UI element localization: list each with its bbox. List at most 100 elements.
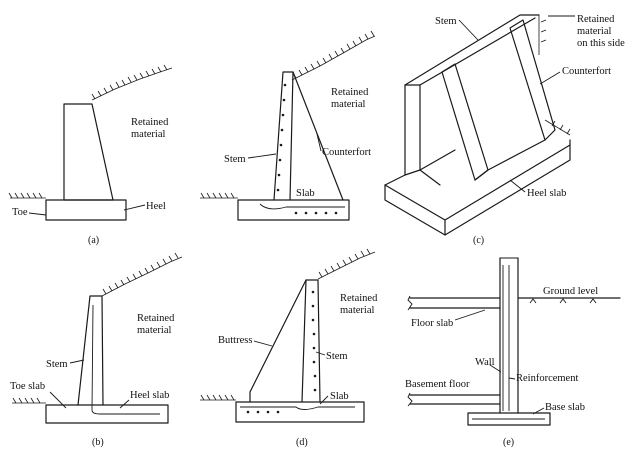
panel-b-stem bbox=[77, 295, 104, 406]
panel-b-rebar bbox=[91, 304, 160, 415]
panel-d-slab bbox=[235, 401, 365, 423]
panel-d-backfill-hatch bbox=[318, 248, 371, 278]
panel-c-cut-2 bbox=[544, 119, 571, 136]
panel-mid-top-backfill-line bbox=[291, 35, 376, 81]
panel-a: Retained material Heel Toe (a) bbox=[8, 64, 173, 246]
panel-c-inner-1 bbox=[419, 169, 441, 186]
panel-mid-top-backfill-hatch bbox=[292, 30, 375, 79]
panel-e-basement-floor-label: Basement floor bbox=[405, 379, 470, 390]
panel-c-cut-hatch bbox=[540, 19, 571, 135]
panel-a-ground-hatch bbox=[8, 192, 43, 199]
panel-e-caption: (e) bbox=[503, 437, 514, 448]
panel-mid-top-slab-label: Slab bbox=[296, 188, 315, 199]
panel-a-heel-label: Heel bbox=[146, 201, 166, 212]
panel-mid-top-rebar-hook bbox=[259, 203, 287, 210]
panel-e-basement-floor-break bbox=[407, 392, 413, 407]
panel-b-backfill-line bbox=[101, 256, 183, 297]
panel-c-stem-top-edge bbox=[404, 14, 540, 86]
panel-mid-top-retained-label-1: Retained bbox=[331, 87, 369, 98]
panel-a-backfill-line bbox=[91, 67, 173, 101]
panel-e-floor-slab-label: Floor slab bbox=[411, 318, 453, 329]
panel-c-counterfort-2 bbox=[509, 19, 556, 141]
panel-c-slab-edge-1 bbox=[384, 149, 456, 186]
panel-d-retained-label-1: Retained bbox=[340, 293, 378, 304]
panel-a-wall bbox=[63, 103, 114, 201]
panel-mid-top-ground-hatch bbox=[200, 192, 235, 199]
panel-d-buttress-leader bbox=[253, 340, 273, 347]
panel-d: Retained material Buttress Stem Slab (d) bbox=[200, 248, 378, 448]
panel-a-toe-label: Toe bbox=[12, 207, 28, 218]
panel-c-inner-2 bbox=[474, 169, 489, 181]
panel-c: Stem Retained material on this side Coun… bbox=[384, 14, 625, 246]
panel-e-reinforcement-label: Reinforcement bbox=[516, 373, 578, 384]
panel-e-wall-label: Wall bbox=[475, 357, 495, 368]
panel-b-heel-slab-label: Heel slab bbox=[130, 390, 169, 401]
panel-c-counterfort-leader bbox=[539, 71, 561, 85]
panel-c-heel-slab-label: Heel slab bbox=[527, 188, 566, 199]
panel-c-counterfort-label: Counterfort bbox=[562, 66, 611, 77]
panel-c-caption: (c) bbox=[473, 235, 484, 246]
panel-e-base-slab-leader bbox=[532, 407, 545, 415]
panel-mid-top-counterfort-leader bbox=[316, 133, 322, 152]
panel-c-stem-back-edge bbox=[419, 17, 536, 86]
panel-mid-top-stem-leader bbox=[247, 153, 277, 159]
panel-b-ground-hatch bbox=[12, 397, 41, 404]
panel-e-reinforcement-leader bbox=[508, 377, 516, 380]
panel-d-stem bbox=[301, 279, 321, 403]
panel-e-ground-marks bbox=[529, 298, 597, 304]
panel-b-slab bbox=[45, 404, 169, 424]
panel-c-slab-right-top bbox=[444, 144, 571, 221]
panel-b: Retained material Stem Toe slab Heel sla… bbox=[10, 252, 183, 448]
panel-e-base-slab-label: Base slab bbox=[545, 402, 585, 413]
panel-b-retained-label-1: Retained bbox=[137, 313, 175, 324]
panel-b-backfill-hatch bbox=[102, 252, 179, 295]
panel-b-retained-label-2: material bbox=[137, 325, 171, 336]
panel-a-retained-label-1: Retained bbox=[131, 117, 169, 128]
panel-b-toe-slab-leader bbox=[49, 391, 67, 409]
panel-c-counterfort-1 bbox=[441, 63, 489, 181]
panel-mid-top-rebar-dots bbox=[276, 83, 338, 215]
panel-e-floor-slab-break bbox=[407, 295, 413, 311]
panel-b-stem-label: Stem bbox=[46, 359, 68, 370]
panel-mid-top-retained-label-2: material bbox=[331, 99, 365, 110]
panel-d-ground-hatch bbox=[200, 394, 235, 401]
panel-d-buttress-label: Buttress bbox=[218, 335, 252, 346]
panel-a-caption: (a) bbox=[88, 235, 99, 246]
panel-a-backfill-hatch bbox=[91, 64, 168, 100]
panel-a-toe-leader bbox=[28, 212, 47, 216]
panel-e-floor-slab-leader bbox=[454, 309, 486, 321]
panel-c-retained-label-3: on this side bbox=[577, 38, 625, 49]
panel-d-caption: (d) bbox=[296, 437, 308, 448]
panel-c-stem-label: Stem bbox=[435, 16, 457, 27]
panel-e-wall-leader bbox=[489, 364, 502, 373]
panel-c-heel-slab-leader bbox=[509, 179, 526, 193]
panel-e: Ground level Floor slab Wall Reinforceme… bbox=[405, 257, 621, 448]
panel-mid-top-stem bbox=[273, 71, 294, 201]
panel-d-stem-label: Stem bbox=[326, 351, 348, 362]
panel-d-backfill-line bbox=[317, 251, 376, 280]
panel-d-retained-label-2: material bbox=[340, 305, 374, 316]
panel-e-ground-level-label: Ground level bbox=[543, 286, 598, 297]
panel-a-heel-leader bbox=[123, 204, 146, 211]
panel-c-stem-leader bbox=[458, 19, 479, 41]
panel-d-slab-label: Slab bbox=[330, 391, 349, 402]
panel-b-stem-leader bbox=[69, 359, 85, 364]
panel-d-rebar-line bbox=[240, 406, 355, 410]
panel-a-retained-label-2: material bbox=[131, 129, 165, 140]
panel-c-slab-front-top bbox=[384, 184, 446, 221]
panel-b-toe-slab-label: Toe slab bbox=[10, 381, 45, 392]
panel-c-inner-3 bbox=[487, 139, 546, 171]
panel-mid-top-counterfort-label: Counterfort bbox=[322, 147, 371, 158]
panel-a-footing bbox=[45, 199, 127, 221]
panel-mid-top-counterfort-edge bbox=[292, 71, 344, 201]
panel-c-retained-label-2: material bbox=[577, 26, 611, 37]
panel-mid-top: Retained material Stem Counterfort Slab bbox=[200, 30, 376, 221]
panel-c-retained-label-1: Retained bbox=[577, 14, 615, 25]
panel-d-slab-leader bbox=[319, 395, 329, 405]
panel-d-stem-leader bbox=[315, 351, 326, 356]
panel-mid-top-stem-label: Stem bbox=[224, 154, 246, 165]
panel-b-caption: (b) bbox=[92, 437, 104, 448]
panel-d-buttress-edge bbox=[249, 279, 307, 393]
